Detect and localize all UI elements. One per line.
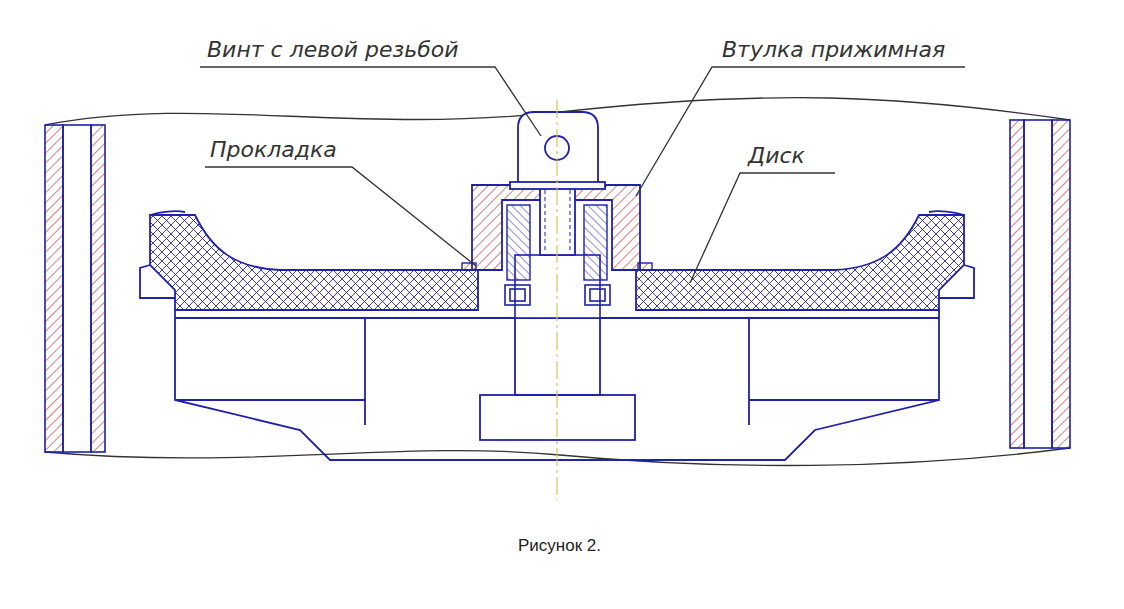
- pressure-sleeve: [472, 185, 640, 270]
- center-line: [556, 100, 557, 500]
- part-label: Втулка прижимная: [722, 36, 945, 64]
- leader-line: [200, 67, 965, 283]
- part-label: Прокладка: [210, 136, 337, 164]
- figure-caption: Рисунок 2.: [518, 535, 601, 557]
- part-label: Винт с левой резьбой: [207, 36, 458, 64]
- part-label: Диск: [748, 142, 805, 170]
